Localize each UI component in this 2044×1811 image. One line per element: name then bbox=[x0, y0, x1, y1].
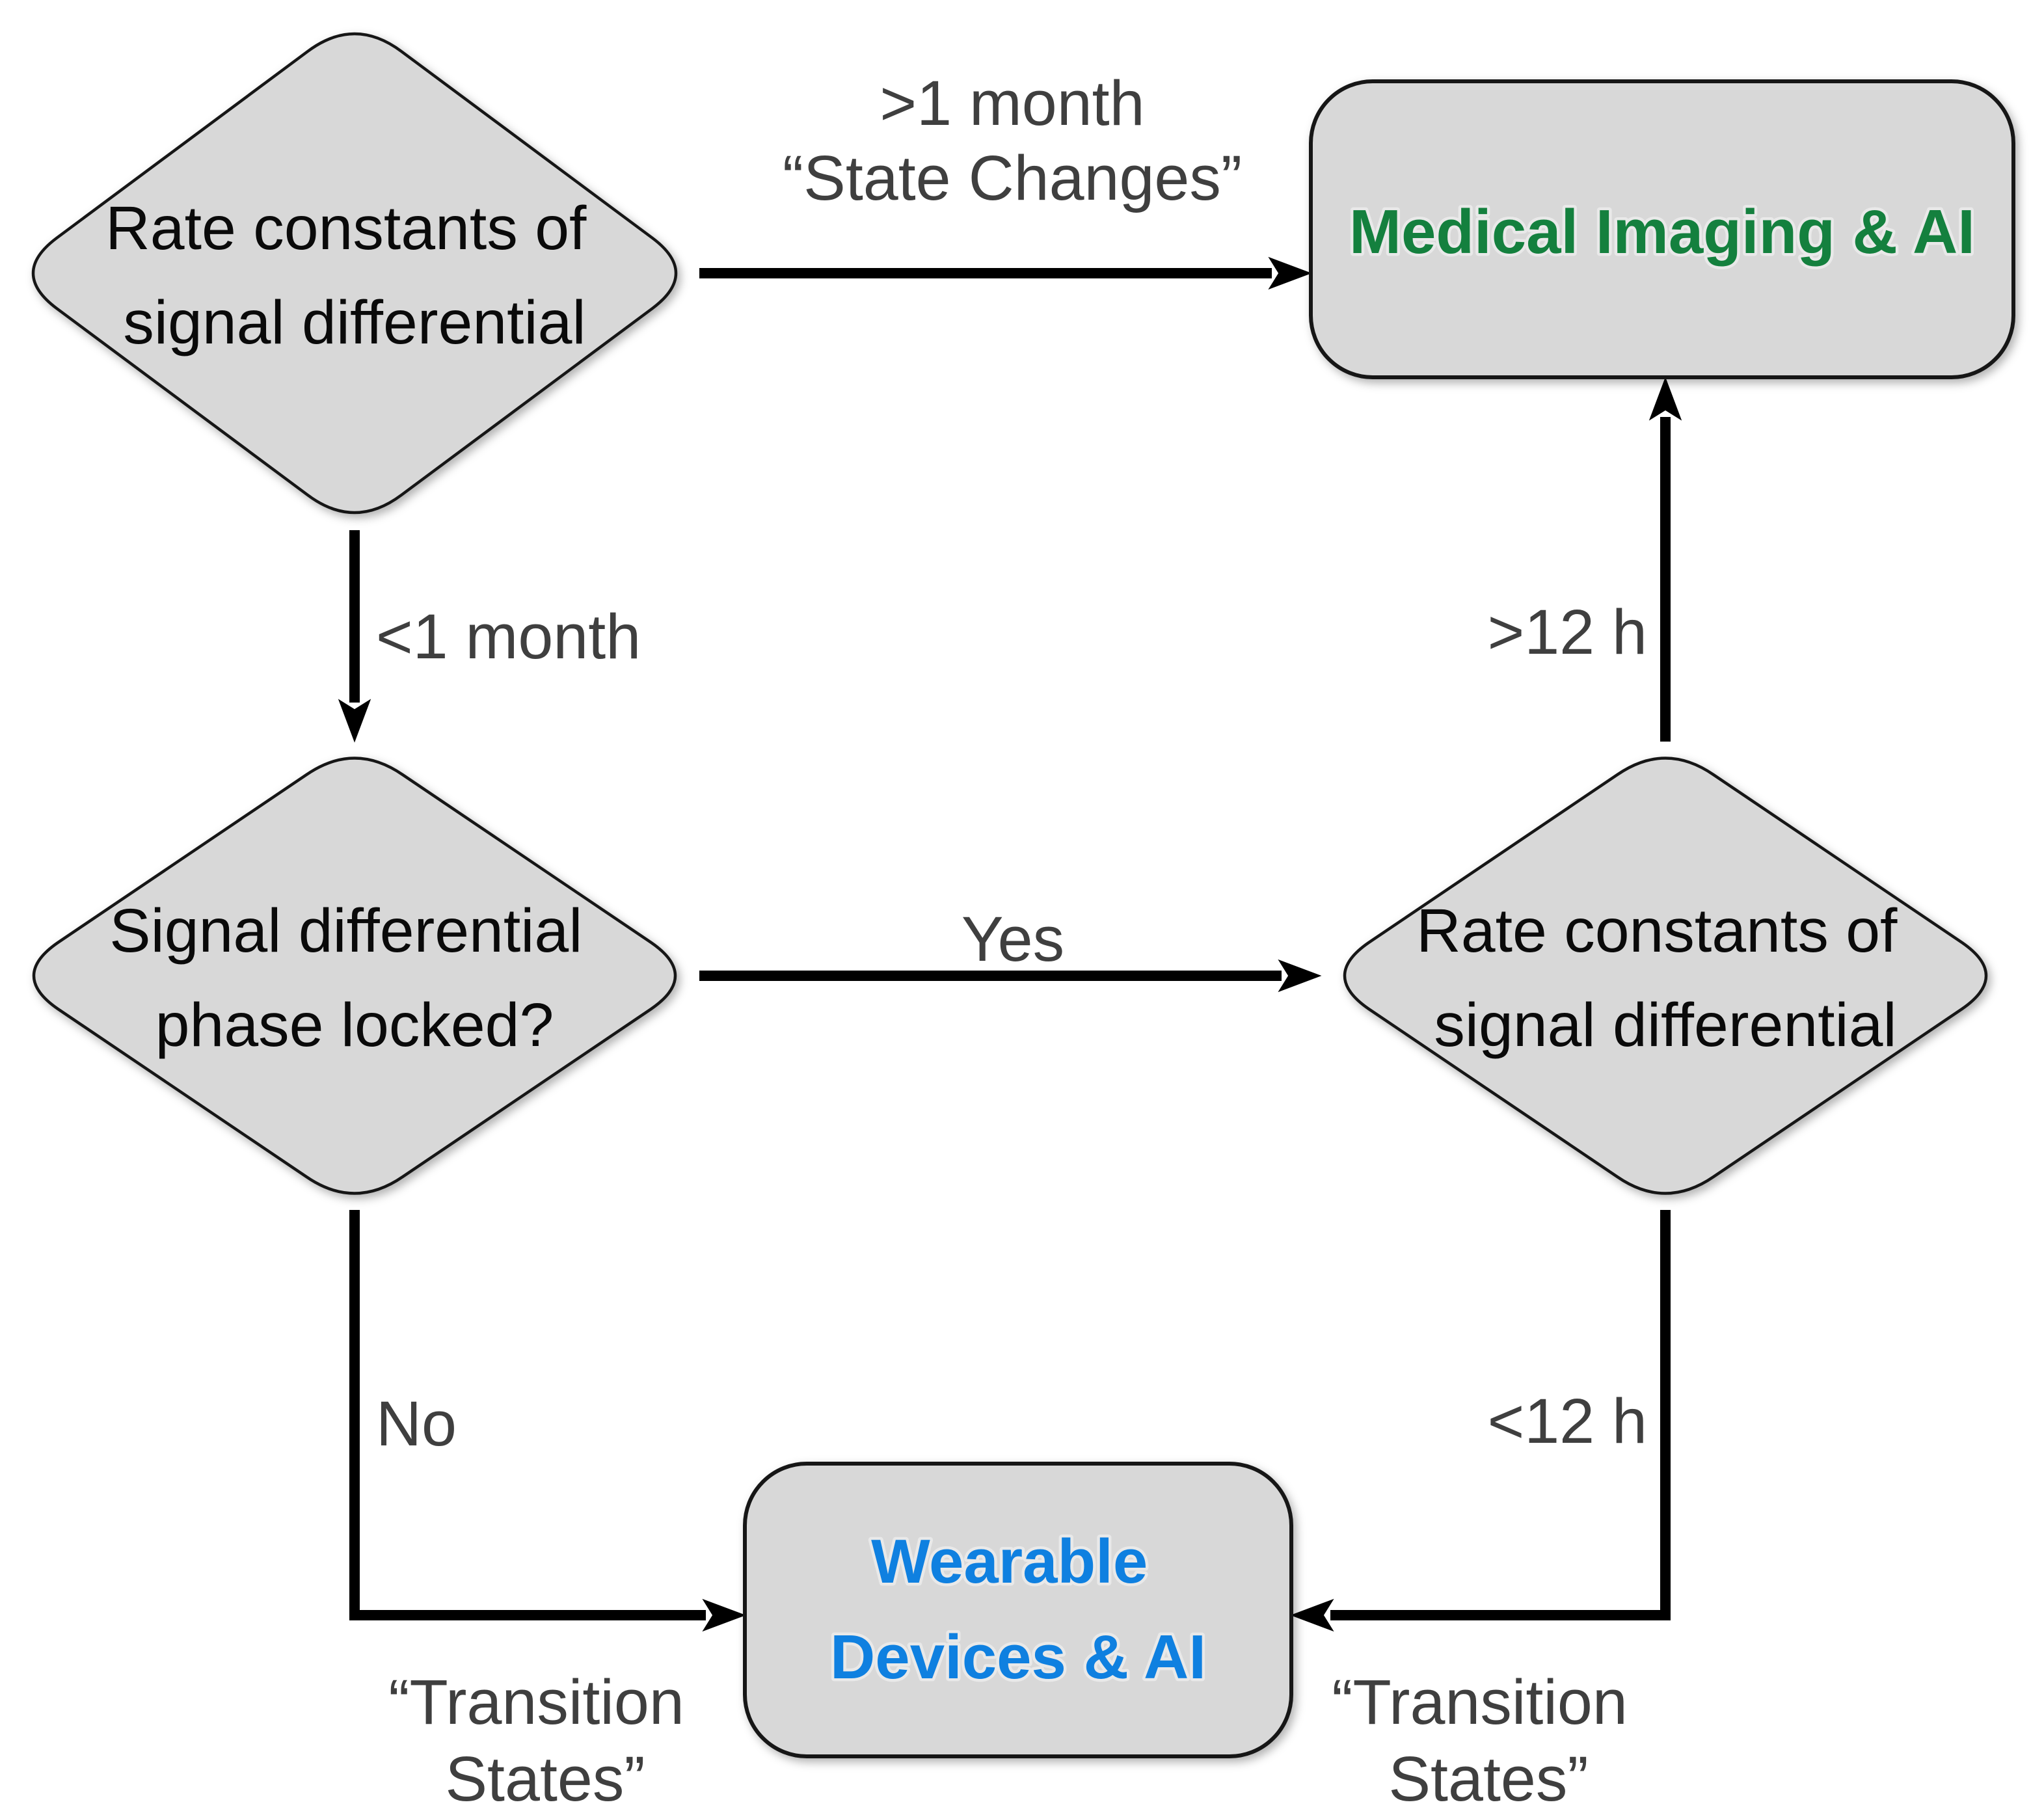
label-line: Devices & AI bbox=[830, 1622, 1206, 1692]
edge-labels: >1 month “State Changes” <1 month Yes >1… bbox=[376, 68, 1647, 1811]
edge-label-yes: Yes bbox=[961, 904, 1064, 974]
decision-rate-constants-top bbox=[31, 32, 678, 515]
decision-phase-locked bbox=[32, 757, 677, 1195]
label-line: States” bbox=[445, 1743, 645, 1811]
terminal-wearable-devices bbox=[743, 1462, 1293, 1758]
label-line: Wearable bbox=[871, 1527, 1148, 1596]
edge-label-transition-left: “Transition States” bbox=[388, 1667, 702, 1811]
label-medical-imaging: Medical Imaging & AI bbox=[1349, 197, 1975, 267]
label-rate-constants-right: Rate constants of signal differential bbox=[1416, 896, 1915, 1060]
label-line: phase locked? bbox=[155, 991, 554, 1060]
edge-label-gt1month: >1 month bbox=[880, 68, 1144, 139]
label-line: Signal differential bbox=[109, 896, 582, 965]
label-line: “Transition bbox=[388, 1667, 684, 1737]
edge-label-gt12h: >12 h bbox=[1488, 597, 1647, 667]
label-line: signal differential bbox=[1434, 991, 1896, 1060]
edge-phase-to-wearable bbox=[349, 1210, 746, 1632]
edge-label-lt1month: <1 month bbox=[376, 601, 641, 672]
label-line: signal differential bbox=[123, 288, 585, 357]
edge-rate-right-to-wearable bbox=[1290, 1210, 1671, 1632]
edge-label-state-changes: “State Changes” bbox=[783, 142, 1242, 213]
label-rate-constants-top: Rate constants of signal differential bbox=[105, 194, 604, 357]
edge-label-transition-right: “Transition States” bbox=[1332, 1667, 1645, 1811]
edge-label-no: No bbox=[376, 1388, 457, 1459]
label-line: Rate constants of bbox=[1416, 896, 1898, 965]
label-line: “Transition bbox=[1332, 1667, 1628, 1737]
label-phase-locked: Signal differential phase locked? bbox=[109, 896, 599, 1060]
edge-label-lt12h: <12 h bbox=[1488, 1386, 1647, 1456]
decision-rate-constants-right bbox=[1343, 757, 1988, 1195]
label-wearable-devices: Wearable Devices & AI bbox=[830, 1527, 1206, 1692]
node-shapes bbox=[31, 32, 2015, 1758]
label-line: Rate constants of bbox=[105, 194, 587, 263]
node-labels: Rate constants of signal differential Me… bbox=[105, 194, 1978, 1695]
edges bbox=[338, 256, 1682, 1632]
terminal-medical-imaging bbox=[1309, 79, 2015, 379]
label-line: States” bbox=[1388, 1743, 1588, 1811]
